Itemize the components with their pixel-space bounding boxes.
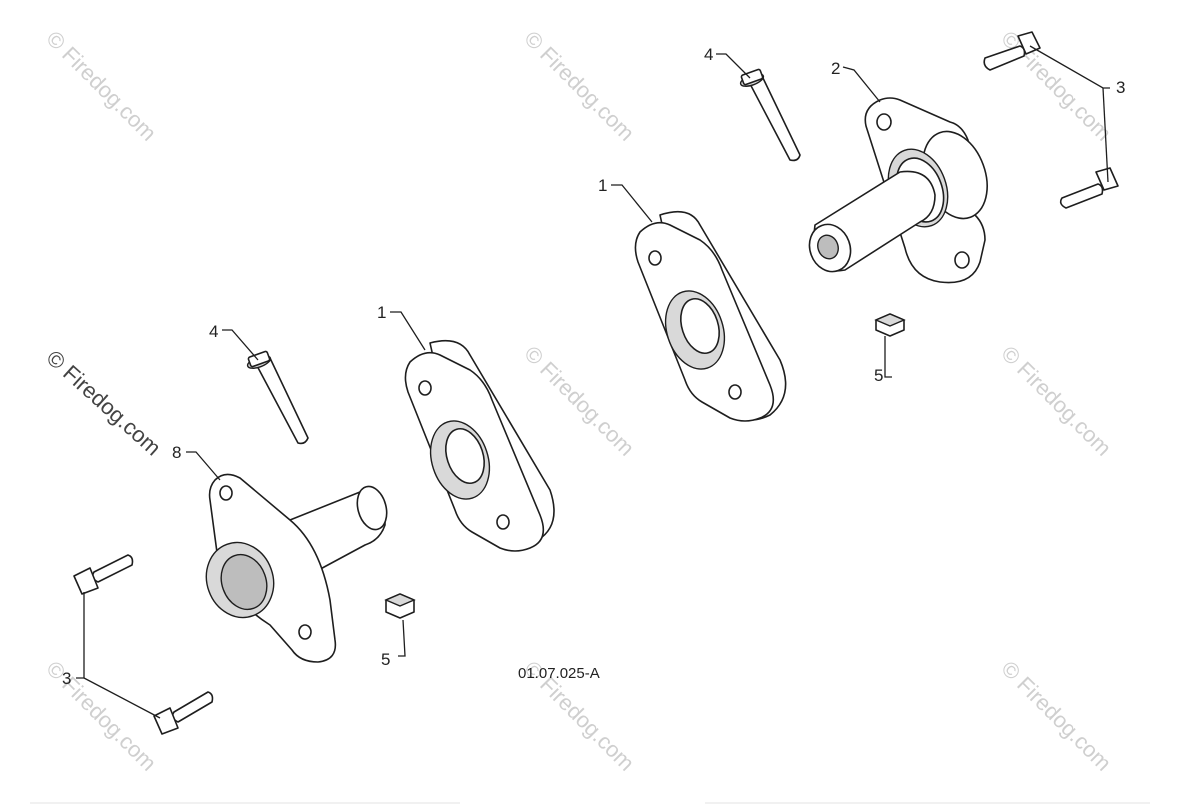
callout-screw-left: 4 xyxy=(209,322,218,341)
watermark: © Firedog.com xyxy=(41,26,161,146)
callout-spacer-right: 1 xyxy=(598,176,607,195)
callout-housing-left: 8 xyxy=(172,443,181,462)
watermark: © Firedog.com xyxy=(996,656,1116,776)
nut-right xyxy=(874,313,906,337)
spacer-left xyxy=(404,339,555,552)
watermark: © Firedog.com xyxy=(41,656,161,776)
watermark: © Firedog.com xyxy=(519,341,639,461)
nut-left xyxy=(384,593,416,619)
bolts-right xyxy=(983,31,1119,209)
callout-screw-right: 4 xyxy=(704,45,713,64)
screw-right xyxy=(739,68,801,162)
bolts-left xyxy=(73,554,214,735)
diagram-code: 01.07.025-A xyxy=(518,665,600,682)
spacer-right xyxy=(634,210,787,422)
callout-spacer-left: 1 xyxy=(377,303,386,322)
watermark-prominent: © Firedog.com xyxy=(42,345,166,460)
callout-housing-right: 2 xyxy=(831,59,840,78)
callout-bolts-right: 3 xyxy=(1116,78,1125,97)
callout-nut-left: 5 xyxy=(381,650,390,669)
watermark: © Firedog.com xyxy=(519,26,639,146)
screw-left xyxy=(246,350,309,445)
watermark: © Firedog.com xyxy=(996,341,1116,461)
callouts: 1 1 2 3 4 4 5 5 8 3 xyxy=(62,45,1125,688)
housing-left xyxy=(205,473,388,663)
housing-right xyxy=(808,97,988,284)
callout-nut-right: 5 xyxy=(874,366,883,385)
callout-bolts-left: 3 xyxy=(62,669,71,688)
leader-lines xyxy=(76,45,1110,719)
